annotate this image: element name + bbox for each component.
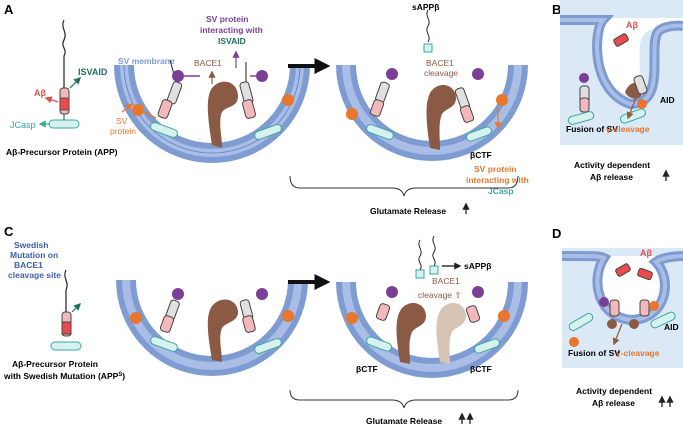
sv-protein-purple-a2 [256,70,268,82]
aid-label-b: AID [660,95,675,105]
ab-peptide-b [613,33,629,47]
ab-label: Aβ [34,88,46,98]
bctf-label-c2: βCTF [470,364,492,374]
panel-letter-c: C [4,224,14,239]
app-protein-diagram [48,19,80,129]
panel-letter-a: A [4,2,14,17]
fusion-panel-b [559,0,683,145]
fusion-label-d: Fusion of SV [568,348,620,358]
aid-label-d: AID [664,322,679,332]
bace1-label: BACE1 [194,58,222,68]
glutamate-release-a: Glutamate Release [370,206,446,216]
sv-protein-label-1: SV [116,116,128,126]
ab-label-b: Aβ [626,20,638,30]
bace1-cleavage-c-label-2: cleavage ⇧ [418,290,462,300]
sappb-label-c: sAPPβ [464,261,491,271]
swedish-label-1: Swedish [14,240,48,250]
app-title: Aβ-Precursor Protein (APP) [6,147,118,157]
sv-int-isvaid-label-3: ISVAID [218,36,246,46]
glutamate-release-c: Glutamate Release [366,416,442,426]
brace-c [289,389,519,409]
synaptic-vesicle-a-cleaved [336,64,528,161]
bace1-enzyme-c1 [396,302,426,364]
sv-protein-orange-a2 [282,94,294,106]
sappb-fragment-a [423,9,433,53]
gamma-label-d: γ-cleavage [616,348,660,358]
gamma-label-b: γ-cleavage [606,124,650,134]
brace-a [289,175,519,197]
swedish-label-4: cleavage site [8,270,61,280]
sappb-label: sAPPβ [412,2,439,12]
jcasp-domain-a1 [150,122,178,138]
ab-label-d: Aβ [640,248,652,258]
activity-label-d-2: Aβ release [592,398,635,408]
bace1-enzyme-a-cleaving [426,84,456,150]
app-swedish-title-1: Aβ-Precursor Protein [12,359,98,369]
bace1-enzyme-c2 [436,302,466,364]
bctf-label: βCTF [470,150,492,160]
app-swedish-diagram [50,269,82,351]
isvaid-arrow [69,76,82,89]
panel-letter-d: D [552,226,561,241]
bctf-label-c1: βCTF [356,364,378,374]
fusion-label-b: Fusion of SV [566,124,618,134]
swedish-label-3: BACE1 [14,260,43,270]
ab-peptide-d1 [615,263,631,277]
bace1-cleavage-label-1: BACE1 [426,58,454,68]
jcasp-label: JCasp [10,120,36,130]
activity-label-d-1: Activity dependent [576,386,652,396]
sv-protein-label-2: protein [110,126,136,136]
bace1-cleavage-c-label-1: BACE1 [432,276,460,286]
swedish-label-2: Mutation on [10,250,58,260]
sv-int-isvaid-label-2: interacting with [200,25,263,35]
sv-int-isvaid-label-1: SV protein [206,14,249,24]
sv-int-jcasp-label-1: SV protein [474,164,517,174]
sv-membrane-label: SV membrane [118,56,175,66]
app-in-membrane-a1 [157,59,183,119]
app-swedish-title-2: with Swedish Mutation (APPS) [3,371,125,381]
app-in-membrane-a2 [239,62,256,119]
sappb-fragments-c [415,235,439,279]
activity-label-b-1: Activity dependent [574,160,650,170]
activity-label-b-2: Aβ release [590,172,633,182]
ab-arrow [44,96,59,104]
sv-protein-orange-a1 [132,104,144,116]
jcasp-domain-a2 [254,124,282,140]
sv-int-jcasp-label-2: interacting with [466,175,529,185]
ab-peptide-d2 [637,267,653,281]
sv-int-jcasp-label-3: JCasp [488,186,514,196]
isvaid-label: ISVAID [78,67,108,77]
fusion-panel-d [561,248,683,368]
sv-protein-purple-a1 [172,70,184,82]
bace1-enzyme-a [207,81,238,148]
panel-letter-b: B [552,2,561,17]
bace1-cleavage-label-2: cleavage [424,68,458,78]
